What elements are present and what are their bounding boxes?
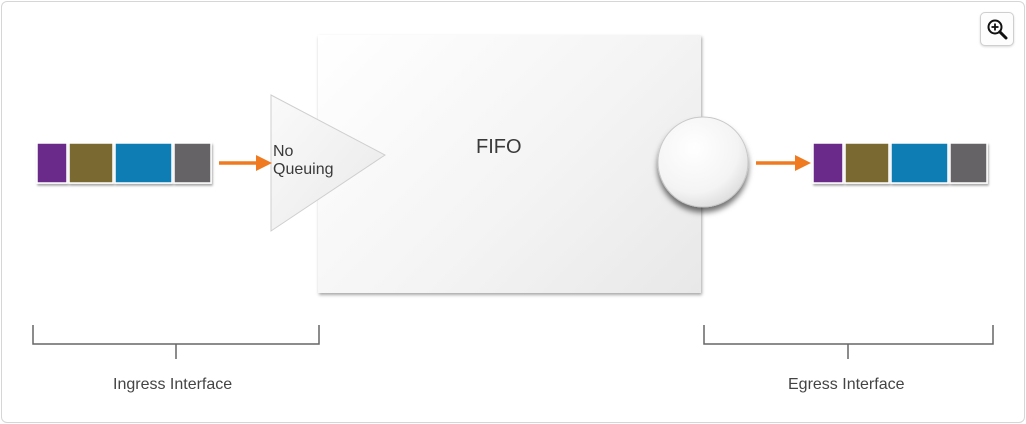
egress-packet: [844, 142, 890, 184]
zoom-in-button[interactable]: [980, 12, 1014, 46]
no-queuing-label: No Queuing: [273, 143, 363, 179]
ingress-bracket: [32, 325, 320, 359]
egress-packet: [812, 142, 844, 184]
ingress-interface-label: Ingress Interface: [113, 376, 233, 393]
egress-packet-group: [812, 142, 988, 184]
egress-packet: [890, 142, 949, 184]
egress-arrow: [756, 155, 811, 171]
ingress-arrow: [219, 155, 272, 171]
output-scheduler-circle: [657, 116, 749, 208]
no-queuing-label-line1: No: [273, 143, 294, 160]
egress-packet: [949, 142, 988, 184]
ingress-packet: [36, 142, 68, 184]
fifo-label: FIFO: [476, 136, 522, 158]
no-queuing-label-line2: Queuing: [273, 161, 334, 178]
ingress-packet: [68, 142, 114, 184]
egress-bracket: [703, 325, 994, 359]
egress-interface-label: Egress Interface: [788, 376, 905, 393]
zoom-in-icon: [987, 19, 1008, 40]
ingress-packet: [173, 142, 212, 184]
ingress-packet: [114, 142, 173, 184]
fifo-queue-box: [318, 35, 701, 293]
ingress-packet-group: [36, 142, 212, 184]
